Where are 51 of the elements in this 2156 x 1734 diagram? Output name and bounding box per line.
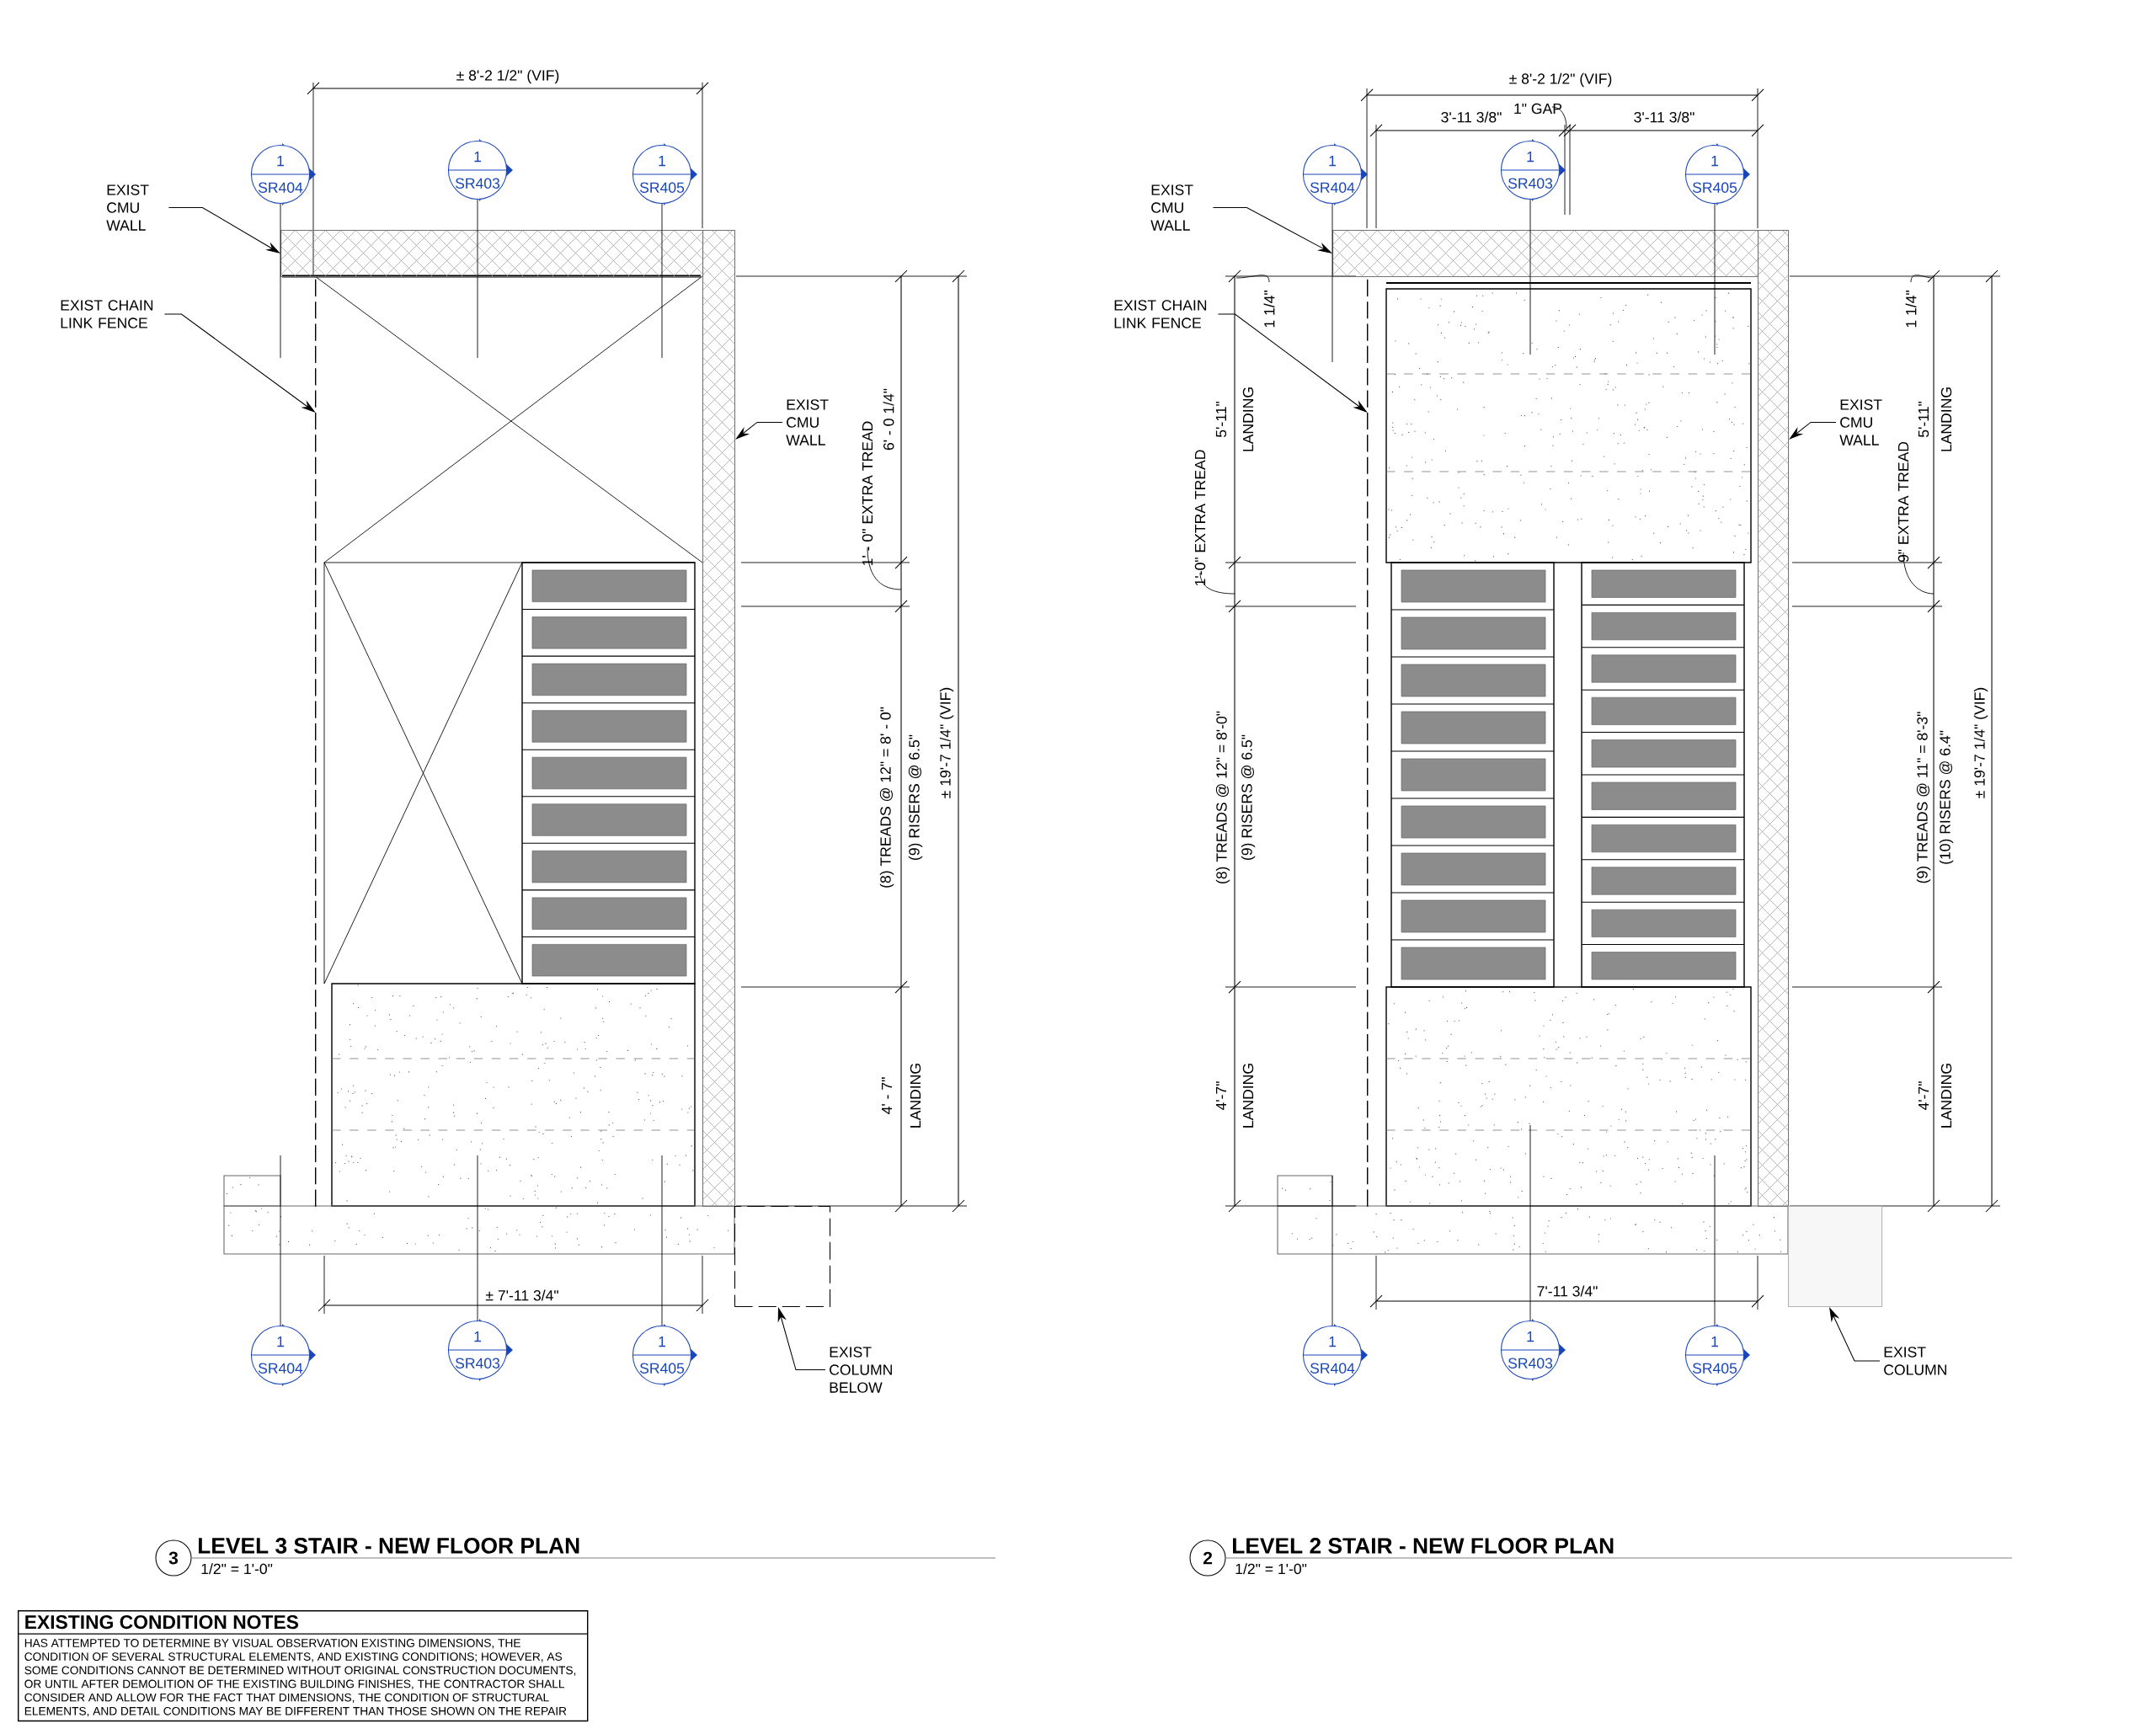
dimension-text: 4'-7": [1919, 1081, 1929, 1111]
dimension-text: 1 1/4": [1263, 291, 1275, 328]
dimension-text: 1" GAP: [1514, 103, 1562, 115]
cmu-wall: [702, 229, 736, 1208]
cmu-wall: [1331, 229, 1759, 278]
dimension-text: LANDING: [1940, 1064, 1952, 1128]
cmu-wall: [280, 229, 704, 278]
callout-text: EXIST COLUMN: [1884, 1347, 1946, 1375]
leader-line: [735, 421, 783, 440]
dimension-text: ± 19'-7 1/4" (VIF): [939, 687, 954, 798]
dimension-text: 6' - 0 1/4": [883, 388, 894, 451]
dimension-text: 1'-0" EXTRA TREAD: [1194, 450, 1206, 586]
callout-text: EXIST CMU WALL: [786, 399, 829, 446]
callout-text: EXIST CHAIN LINK FENCE: [1114, 300, 1207, 328]
callout-text: EXIST COLUMN BELOW: [830, 1347, 892, 1393]
dimension-text: LANDING: [1242, 387, 1254, 451]
dimension-text: 5'-11": [1918, 402, 1929, 437]
view-number-bubble: 3: [155, 1539, 192, 1577]
column-outline: [1788, 1206, 1883, 1308]
view-number-bubble: 2: [1189, 1539, 1226, 1577]
dimension-text: (9) TREADS @ 11" = 8'-3": [1916, 712, 1931, 883]
view-title: LEVEL 3 STAIR - NEW FLOOR PLAN: [199, 1538, 579, 1554]
dimension-text: 3'-11 3/8": [1634, 111, 1694, 123]
dimension-text: (8) TREADS @ 12" = 8'-0": [1215, 711, 1230, 883]
dimension-text: 9" EXTRA TREAD: [1897, 441, 1909, 563]
dimension-text: (8) TREADS @ 12" = 8' - 0": [879, 707, 894, 888]
callout-text: EXIST CMU WALL: [1150, 184, 1193, 231]
dimension-text: LANDING: [1940, 387, 1952, 451]
scale-text: 1/2" = 1'-0": [1235, 1563, 1307, 1575]
dimension-text: (9) RISERS @ 6.5": [908, 734, 923, 860]
dimension-text: LANDING: [1242, 1064, 1254, 1128]
dimension-text: LANDING: [910, 1064, 921, 1128]
dimension-text: 5'-11": [1215, 402, 1227, 437]
dimension-text: ± 8'-2 1/2" (VIF): [1509, 72, 1612, 88]
callout-text: EXIST CMU WALL: [106, 184, 149, 231]
dimension-text: (10) RISERS @ 6.4": [1939, 730, 1954, 864]
notes-box: EXISTING CONDITION NOTES HAS ATTEMPTED TO DETERMINE BY VISUAL OBSERVATION EXISTING DIMENSIONS, THE CONDITION OF SEVERAL STRUCTURAL ELEMENTS, AND EXISTING CONDITIONS; HOWEVER, AS SOME CONDITIONS CANNOT BE DETERMINED WITHOUT ORIGINAL CONSTRUCTION DOCUMENTS, OR UNTIL AFTER DEMOLITION OF THE EXISTING BUILDING FINISHES, THE CONTRACTOR SHALL CONSIDER AND ALLOW FOR THE FACT THAT DIMENSIONS, THE CONDITION OF STRUCTURAL ELEMENTS, AND DETAIL CONDITIONS MAY BE DIFFERENT THAN THOSE SHOWN ON THE REPAIR: [18, 1610, 589, 1722]
dimension-text: (9) RISERS @ 6.5": [1241, 734, 1256, 860]
dimension-text: ± 19'-7 1/4" (VIF): [1973, 687, 1988, 798]
cmu-wall: [1757, 229, 1790, 1208]
view-title: LEVEL 2 STAIR - NEW FLOOR PLAN: [1233, 1538, 1614, 1554]
callout-text: EXIST CHAIN LINK FENCE: [61, 300, 153, 328]
dimension-text: ± 8'-2 1/2" (VIF): [456, 69, 559, 84]
column-outline: [734, 1206, 831, 1308]
callout-text: EXIST CMU WALL: [1839, 399, 1882, 446]
scale-text: 1/2" = 1'-0": [201, 1563, 273, 1575]
dimension-text: 4' - 7": [882, 1077, 893, 1114]
dimension-text: 1 1/4": [1905, 291, 1917, 328]
dimension-text: 4'-7": [1216, 1081, 1227, 1111]
dimension-text: 3'-11 3/8": [1441, 111, 1502, 123]
dimension-text: 1' - 0" EXTRA TREAD: [862, 421, 873, 565]
